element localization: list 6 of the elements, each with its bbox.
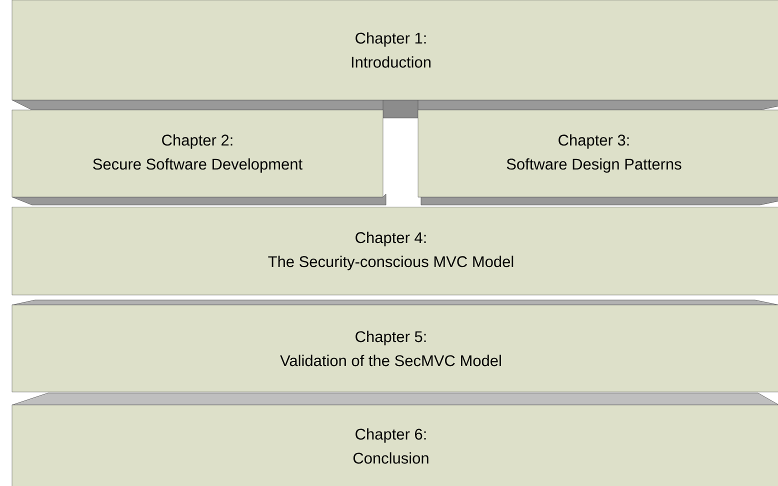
chapter-box: Chapter 6: Conclusion — [12, 404, 778, 486]
chapter-box: Chapter 1: Introduction — [12, 0, 778, 100]
chapter-box: Chapter 5: Validation of the SecMVC Model — [12, 304, 778, 392]
chapter-box: Chapter 4: The Security-conscious MVC Model — [12, 206, 778, 296]
chapter-box: Chapter 3: Software Design Patterns — [418, 110, 778, 198]
chapter-box: Chapter 2: Secure Software Development — [12, 110, 384, 198]
